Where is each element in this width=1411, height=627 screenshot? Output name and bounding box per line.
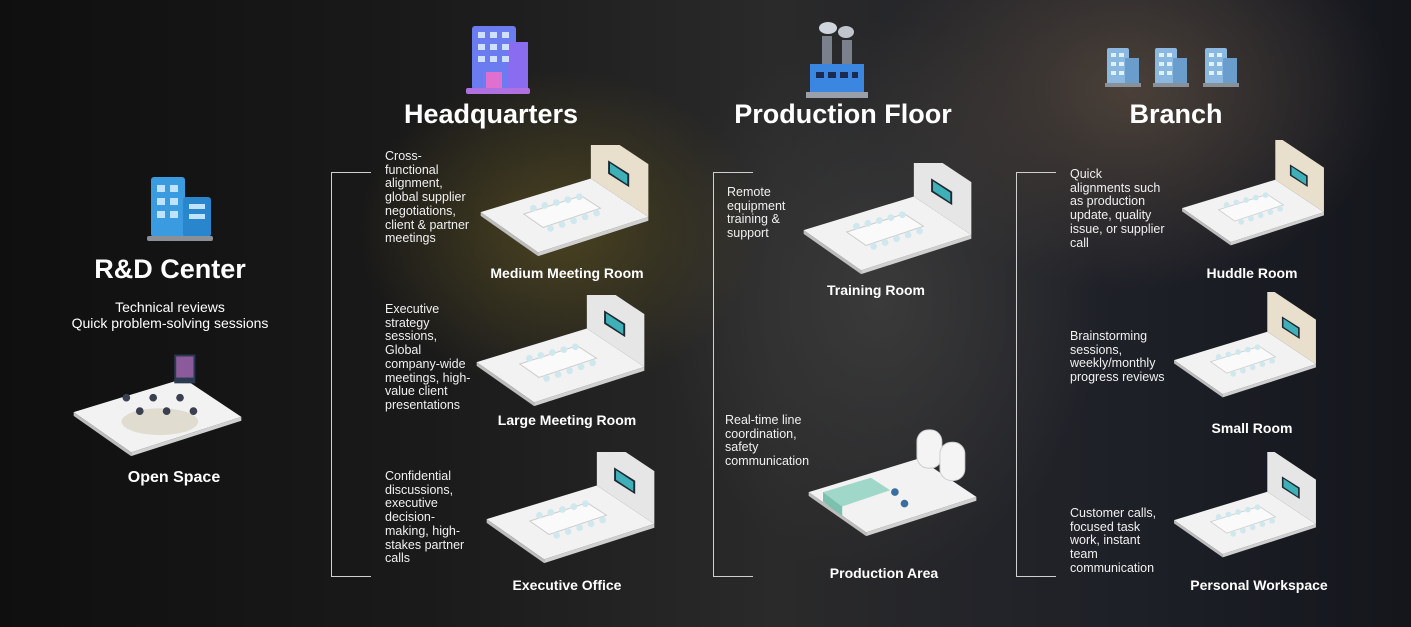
medium-meeting-room-illustration xyxy=(472,145,657,260)
large-meeting-room-label: Large Meeting Room xyxy=(497,412,637,428)
small-room-illustration xyxy=(1170,292,1320,412)
subtitle-line: Quick problem-solving sessions xyxy=(71,315,269,331)
training-room-label: Training Room xyxy=(827,282,925,298)
large-meeting-room-illustration xyxy=(468,295,653,410)
personal-workspace-description: Customer calls, focused task work, insta… xyxy=(1070,506,1157,575)
executive-office-label: Executive Office xyxy=(512,577,622,593)
training-room-illustration xyxy=(795,163,980,278)
huddle-room-illustration xyxy=(1178,140,1328,260)
rd-center-subtitle: Technical reviews Quick problem-solving … xyxy=(20,299,320,331)
small-room-description: Brainstorming sessions, weekly/monthly p… xyxy=(1070,329,1165,385)
skyscraper-icon xyxy=(462,22,534,98)
office-building-icon xyxy=(145,173,215,243)
huddle-room-description: Quick alignments such as production upda… xyxy=(1070,167,1165,250)
production-floor-bracket xyxy=(713,172,753,577)
training-room-description: Remote equipment training & support xyxy=(727,185,786,241)
production-area-description: Real-time line coordination, safety comm… xyxy=(725,413,810,469)
huddle-room-label: Huddle Room xyxy=(1206,265,1298,281)
headquarters-bracket xyxy=(331,172,371,577)
headquarters-title: Headquarters xyxy=(403,99,579,129)
large-meeting-room-description: Executive strategy sessions, Global comp… xyxy=(385,302,471,412)
buildings-icon xyxy=(1105,44,1243,88)
factory-icon xyxy=(806,20,868,100)
open-space-illustration xyxy=(65,345,250,460)
medium-meeting-room-description: Cross-functional alignment, global suppl… xyxy=(385,149,470,246)
subtitle-line: Technical reviews xyxy=(115,299,225,315)
personal-workspace-label: Personal Workspace xyxy=(1190,577,1328,593)
production-floor-title: Production Floor xyxy=(734,99,952,129)
personal-workspace-illustration xyxy=(1170,452,1320,572)
production-area-label: Production Area xyxy=(829,565,939,581)
branch-title: Branch xyxy=(1129,99,1223,129)
production-area-illustration xyxy=(800,425,985,540)
branch-bracket xyxy=(1016,172,1056,577)
executive-office-illustration xyxy=(478,452,663,567)
rd-center-title: R&D Center xyxy=(94,254,246,284)
open-space-label: Open Space xyxy=(127,469,221,486)
medium-meeting-room-label: Medium Meeting Room xyxy=(490,265,644,281)
small-room-label: Small Room xyxy=(1211,420,1293,436)
executive-office-description: Confidential discussions, executive deci… xyxy=(385,469,465,566)
